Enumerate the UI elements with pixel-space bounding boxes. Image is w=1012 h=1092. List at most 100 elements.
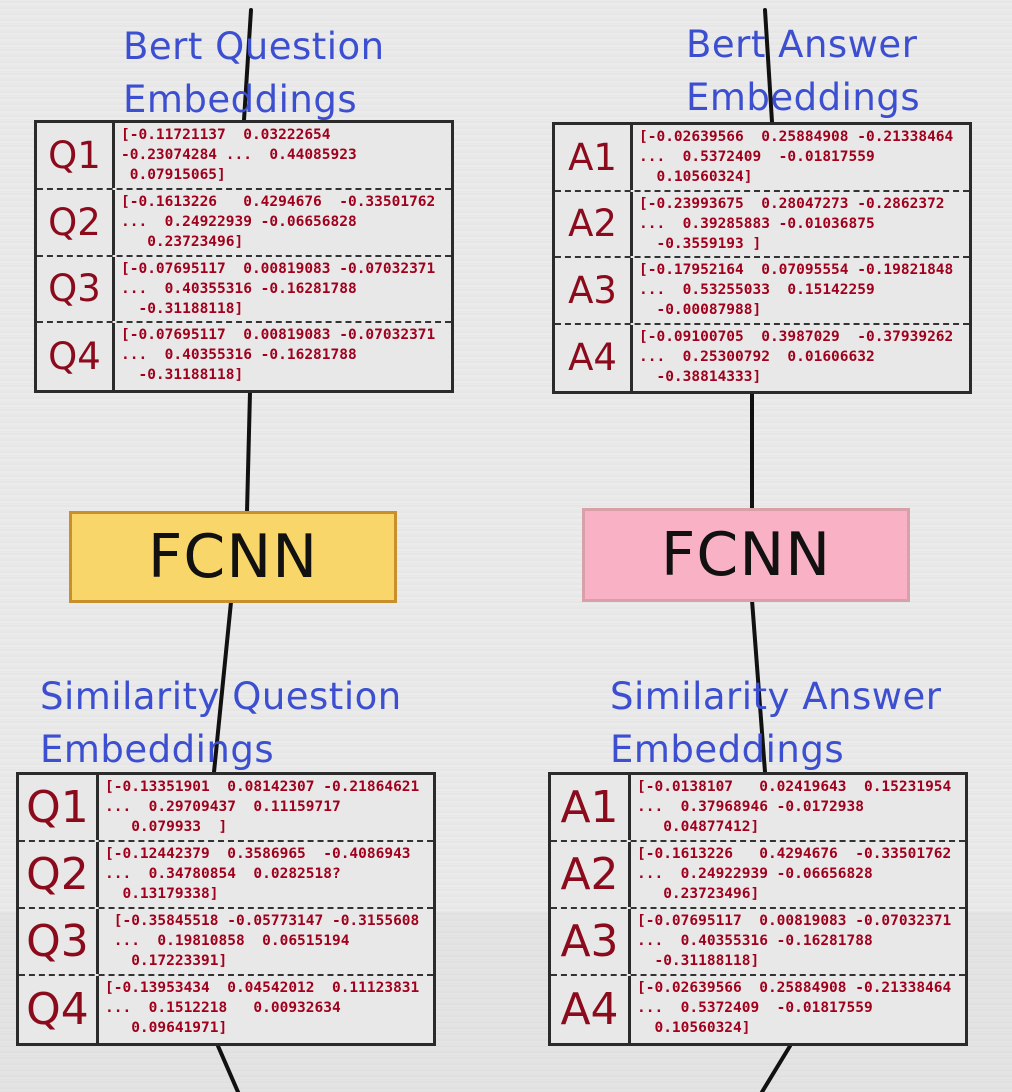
vector-line: ... 0.40355316 -0.16281788 xyxy=(637,933,873,949)
table-row: Q1[-0.11721137 0.03222654-0.23074284 ...… xyxy=(37,123,451,190)
vector-line: [-0.11721137 0.03222654 xyxy=(121,127,331,143)
embedding-vector: [-0.13351901 0.08142307 -0.21864621 ... 0… xyxy=(99,775,433,840)
row-label: Q3 xyxy=(37,256,115,322)
vector-line: [-0.1613226 0.4294676 -0.33501762 xyxy=(637,846,952,862)
row-label: Q4 xyxy=(19,976,99,1043)
heading-bert-question: Bert Question Embeddings xyxy=(123,25,385,121)
table-row: A2[-0.1613226 0.4294676 -0.33501762... 0… xyxy=(551,842,965,909)
row-label: Q2 xyxy=(19,842,99,907)
embedding-vector: [-0.07695117 0.00819083 -0.07032371 ... 0… xyxy=(631,909,965,974)
heading-similarity-question: Similarity Question Embeddings xyxy=(40,675,402,771)
vector-line: [-0.09100705 0.3987029 -0.37939262 xyxy=(639,328,954,345)
row-label: A1 xyxy=(555,125,633,190)
vector-line: [-0.0138107 0.02419643 0.15231954 xyxy=(637,779,952,795)
vector-line: ... 0.39285883 -0.01036875 xyxy=(639,215,875,232)
embedding-vector: [-0.12442379 0.3586965 -0.4086943 ... 0.3… xyxy=(99,842,433,907)
line-left-bert-to-fcnn xyxy=(245,390,252,514)
vector-line: 0.17223391] xyxy=(105,953,228,969)
table-row: A4 [-0.02639566 0.25884908 -0.21338464...… xyxy=(551,976,965,1043)
embedding-vector: [-0.11721137 0.03222654-0.23074284 ... 0… xyxy=(115,123,451,188)
embedding-vector: [-0.07695117 0.00819083 -0.07032371... 0… xyxy=(115,257,451,322)
vector-line: [-0.02639566 0.25884908 -0.21338464 xyxy=(639,129,954,145)
vector-line: [-0.12442379 0.3586965 -0.4086943 xyxy=(105,846,411,862)
vector-line: ... 0.40355316 -0.16281788 xyxy=(121,280,357,297)
vector-line: [-0.13953434 0.04542012 0.11123831 xyxy=(105,980,420,996)
table-row: A1 [-0.02639566 0.25884908 -0.21338464...… xyxy=(555,125,969,192)
table-row: Q4[-0.13953434 0.04542012 0.11123831... … xyxy=(19,976,433,1043)
line-bottom-left xyxy=(216,1044,240,1092)
vector-line: [-0.07695117 0.00819083 -0.07032371 xyxy=(121,327,436,344)
table-row: A3 [-0.07695117 0.00819083 -0.07032371...… xyxy=(551,909,965,976)
vector-line: [-0.13351901 0.08142307 -0.21864621 xyxy=(105,779,420,795)
heading-similarity-answer: Similarity Answer Embeddings xyxy=(610,675,942,771)
vector-line: ... 0.24922939 -0.06656828 xyxy=(121,213,357,230)
vector-line: ... 0.25300792 0.01606632 xyxy=(639,348,875,365)
vector-line: [-0.35845518 -0.05773147 -0.3155608 xyxy=(105,913,420,929)
row-label: A1 xyxy=(551,775,631,840)
row-label: A3 xyxy=(551,909,631,974)
vector-line: -0.31188118] xyxy=(121,367,244,384)
vector-line: 0.07915065] xyxy=(121,167,226,183)
row-label: A2 xyxy=(555,191,633,256)
row-label: Q1 xyxy=(19,775,99,840)
embedding-vector: [-0.0138107 0.02419643 0.15231954 ... 0.3… xyxy=(631,775,965,840)
embedding-vector: [-0.23993675 0.28047273 -0.2862372 ... 0.… xyxy=(633,192,969,257)
line-top-right xyxy=(763,8,774,124)
line-left-fcnn-to-sim xyxy=(212,600,233,774)
vector-line: ... 0.53255033 0.15142259 xyxy=(639,282,875,298)
vector-line: -0.31188118] xyxy=(637,953,760,969)
vector-line: ... 0.40355316 -0.16281788 xyxy=(121,347,357,364)
row-label: Q1 xyxy=(37,123,115,188)
table-row: Q4 [-0.07695117 0.00819083 -0.07032371...… xyxy=(37,323,451,390)
fcnn-left-box: FCNN xyxy=(69,511,397,603)
vector-line: ... 0.24922939 -0.06656828 xyxy=(637,866,873,882)
vector-line: -0.00087988] xyxy=(639,302,762,318)
vector-line: ... 0.37968946 -0.0172938 xyxy=(637,799,864,815)
embedding-vector: [-0.17952164 0.07095554 -0.19821848 ... 0… xyxy=(633,258,969,323)
vector-line: 0.13179338] xyxy=(105,886,219,902)
vector-line: 0.23723496] xyxy=(121,233,244,250)
embedding-vector: [-0.07695117 0.00819083 -0.07032371 ... 0… xyxy=(115,323,451,390)
vector-line: 0.079933 ] xyxy=(105,819,228,835)
line-right-fcnn-to-sim xyxy=(750,598,767,774)
embedding-vector: [-0.1613226 0.4294676 -0.33501762 ... 0.2… xyxy=(115,190,451,255)
vector-line: [-0.07695117 0.00819083 -0.07032371 xyxy=(637,913,952,929)
row-label: Q2 xyxy=(37,189,115,255)
vector-line: -0.31188118] xyxy=(121,300,244,317)
fcnn-right-box: FCNN xyxy=(582,508,910,602)
embedding-vector: [-0.02639566 0.25884908 -0.21338464 ... 0… xyxy=(631,976,965,1043)
vector-line: [-0.17952164 0.07095554 -0.19821848 xyxy=(639,262,954,278)
embedding-vector: [-0.35845518 -0.05773147 -0.3155608 ... … xyxy=(99,909,433,974)
line-bottom-right xyxy=(760,1044,792,1092)
vector-line: 0.04877412] xyxy=(637,819,760,835)
vector-line: [-0.23993675 0.28047273 -0.2862372 xyxy=(639,195,945,212)
table-row: Q2 [-0.1613226 0.4294676 -0.33501762 ... 0… xyxy=(37,189,451,257)
row-label: Q4 xyxy=(37,323,115,390)
table-row: A1 [-0.0138107 0.02419643 0.15231954 ... 0… xyxy=(551,775,965,842)
vector-line: ... 0.5372409 -0.01817559 xyxy=(637,1000,873,1016)
table-similarity-answer: A1 [-0.0138107 0.02419643 0.15231954 ... 0… xyxy=(548,772,968,1046)
vector-line: ... 0.34780854 0.0282518? xyxy=(105,866,341,882)
line-top-left xyxy=(242,8,253,122)
heading-bert-answer: Bert Answer Embeddings xyxy=(686,23,921,119)
table-row: Q2 [-0.12442379 0.3586965 -0.4086943 ... 0… xyxy=(19,842,433,909)
table-similarity-question: Q1 [-0.13351901 0.08142307 -0.21864621...… xyxy=(16,772,436,1046)
vector-line: 0.10560324] xyxy=(639,169,753,185)
table-row: A2 [-0.23993675 0.28047273 -0.2862372 ... … xyxy=(555,191,969,258)
vector-line: ... 0.29709437 0.11159717 xyxy=(105,799,341,815)
embedding-vector: [-0.13953434 0.04542012 0.11123831... 0.… xyxy=(99,976,433,1043)
row-label: A3 xyxy=(555,258,633,323)
vector-line: ... 0.5372409 -0.01817559 xyxy=(639,149,875,165)
vector-line: 0.10560324] xyxy=(637,1020,751,1036)
vector-line: ... 0.19810858 0.06515194 xyxy=(105,933,350,949)
table-bert-question: Q1[-0.11721137 0.03222654-0.23074284 ...… xyxy=(34,120,454,393)
table-row: Q1 [-0.13351901 0.08142307 -0.21864621...… xyxy=(19,775,433,842)
table-row: Q3 [-0.35845518 -0.05773147 -0.3155608 .… xyxy=(19,909,433,976)
row-label: A4 xyxy=(551,976,631,1043)
row-label: A4 xyxy=(555,324,633,391)
vector-line: -0.3559193 ] xyxy=(639,235,762,252)
vector-line: [-0.1613226 0.4294676 -0.33501762 xyxy=(121,193,436,210)
embedding-vector: [-0.1613226 0.4294676 -0.33501762 ... 0.2… xyxy=(631,842,965,907)
vector-line: [-0.02639566 0.25884908 -0.21338464 xyxy=(637,980,952,996)
